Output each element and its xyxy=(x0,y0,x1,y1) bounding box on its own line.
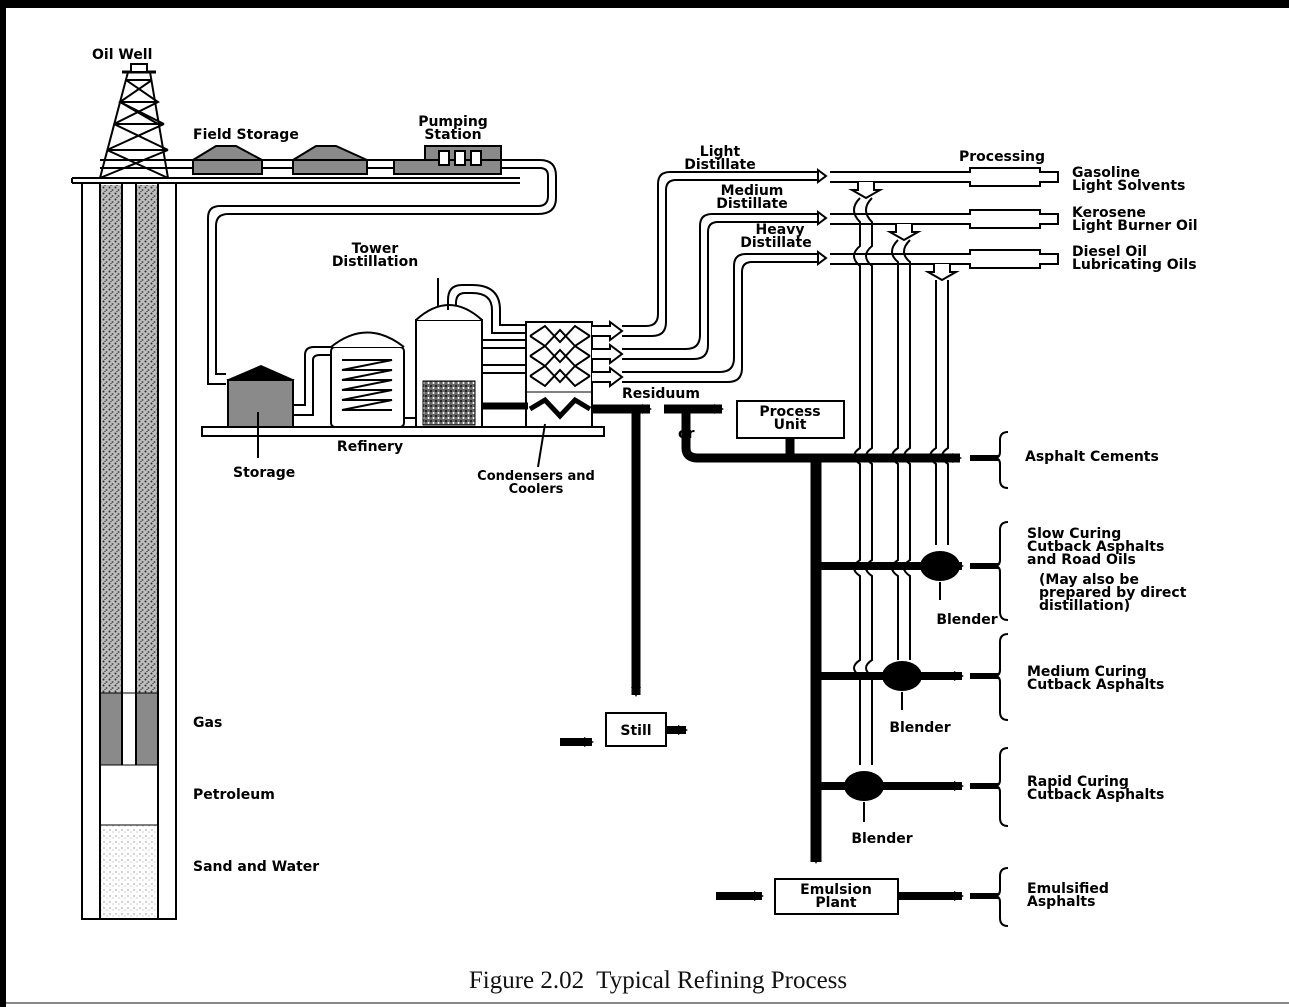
sand-water-label: Sand and Water xyxy=(193,859,319,875)
medium-distillate-label-2: Distillate xyxy=(716,196,787,212)
emulsion-plant-label-2: Plant xyxy=(815,895,856,911)
pumping-station-label-2: Station xyxy=(424,127,481,143)
process-unit-label-2: Unit xyxy=(774,417,807,433)
well-shaft xyxy=(81,182,177,920)
product-gasoline-2: Light Solvents xyxy=(1072,178,1185,194)
oil-well-label: Oil Well xyxy=(92,47,152,63)
product-emulsified-1: Emulsified xyxy=(1027,881,1109,897)
heavy-distillate-label-1: Heavy xyxy=(756,222,805,238)
product-kerosene-2: Light Burner Oil xyxy=(1072,218,1198,234)
product-gasoline-1: Gasoline xyxy=(1072,165,1140,181)
condensers-label-1: Condensers and xyxy=(477,469,595,484)
pumping-station xyxy=(393,145,502,175)
field-storage-label: Field Storage xyxy=(193,127,299,143)
storage-label: Storage xyxy=(233,465,295,481)
product-diesel-2: Lubricating Oils xyxy=(1072,257,1197,273)
condensers-label-2: Coolers xyxy=(509,482,564,497)
pumping-station-label-1: Pumping xyxy=(418,114,488,130)
blender-icons xyxy=(844,551,960,822)
top-border xyxy=(0,0,1289,8)
product-rapid-2: Cutback Asphalts xyxy=(1027,787,1164,803)
gas-label: Gas xyxy=(193,715,222,731)
product-brackets xyxy=(970,431,1009,927)
blender-label-2: Blender xyxy=(889,720,950,736)
petroleum-label: Petroleum xyxy=(193,787,275,803)
product-medium-2: Cutback Asphalts xyxy=(1027,677,1164,693)
product-kerosene-1: Kerosene xyxy=(1072,205,1146,221)
product-slow-3: and Road Oils xyxy=(1027,552,1136,568)
product-slow-note-2: prepared by direct xyxy=(1039,585,1187,601)
heavy-distillate-label-2: Distillate xyxy=(740,235,811,251)
heater-coil xyxy=(293,331,418,428)
figure-caption: Figure 2.02 Typical Refining Process xyxy=(469,967,847,994)
product-slow-note-1: (May also be xyxy=(1039,572,1139,588)
field-pipeline xyxy=(71,159,557,385)
process-unit-label-1: Process xyxy=(759,404,820,420)
oil-well-derrick-icon xyxy=(99,63,169,179)
still-box xyxy=(605,712,667,747)
product-slow-1: Slow Curing xyxy=(1027,526,1121,542)
blender-label-3: Blender xyxy=(851,831,912,847)
emulsion-plant-label-1: Emulsion xyxy=(800,882,872,898)
blender-label-1: Blender xyxy=(936,612,997,628)
product-diesel-1: Diesel Oil xyxy=(1072,244,1147,260)
processing-label: Processing xyxy=(959,149,1045,165)
field-storage-tanks xyxy=(189,145,368,175)
emulsion-plant-box xyxy=(774,878,899,915)
left-border xyxy=(0,0,6,1007)
tower-label-1: Tower xyxy=(352,241,399,257)
medium-distillate-label-1: Medium xyxy=(721,183,784,199)
condensers-coolers xyxy=(482,321,593,468)
refinery-label: Refinery xyxy=(337,439,403,455)
refinery-storage-tank xyxy=(226,365,295,458)
product-medium-1: Medium Curing xyxy=(1027,664,1147,680)
or-label: or xyxy=(678,426,695,442)
product-slow-note-3: distillation) xyxy=(1039,598,1130,614)
residuum-lines xyxy=(560,404,964,901)
product-rapid-1: Rapid Curing xyxy=(1027,774,1129,790)
residuum-label: Residuum xyxy=(622,386,700,402)
light-distillate-label-1: Light xyxy=(700,144,741,160)
product-slow-2: Cutback Asphalts xyxy=(1027,539,1164,555)
product-emulsified-2: Asphalts xyxy=(1027,894,1095,910)
still-label: Still xyxy=(620,723,651,739)
light-distillate-label-2: Distillate xyxy=(684,157,755,173)
tower-label-2: Distillation xyxy=(332,254,418,270)
product-asphalt-cements: Asphalt Cements xyxy=(1025,449,1159,465)
distillation-tower xyxy=(415,278,528,428)
distillate-pipes xyxy=(592,167,1059,388)
process-unit-box xyxy=(736,400,845,439)
